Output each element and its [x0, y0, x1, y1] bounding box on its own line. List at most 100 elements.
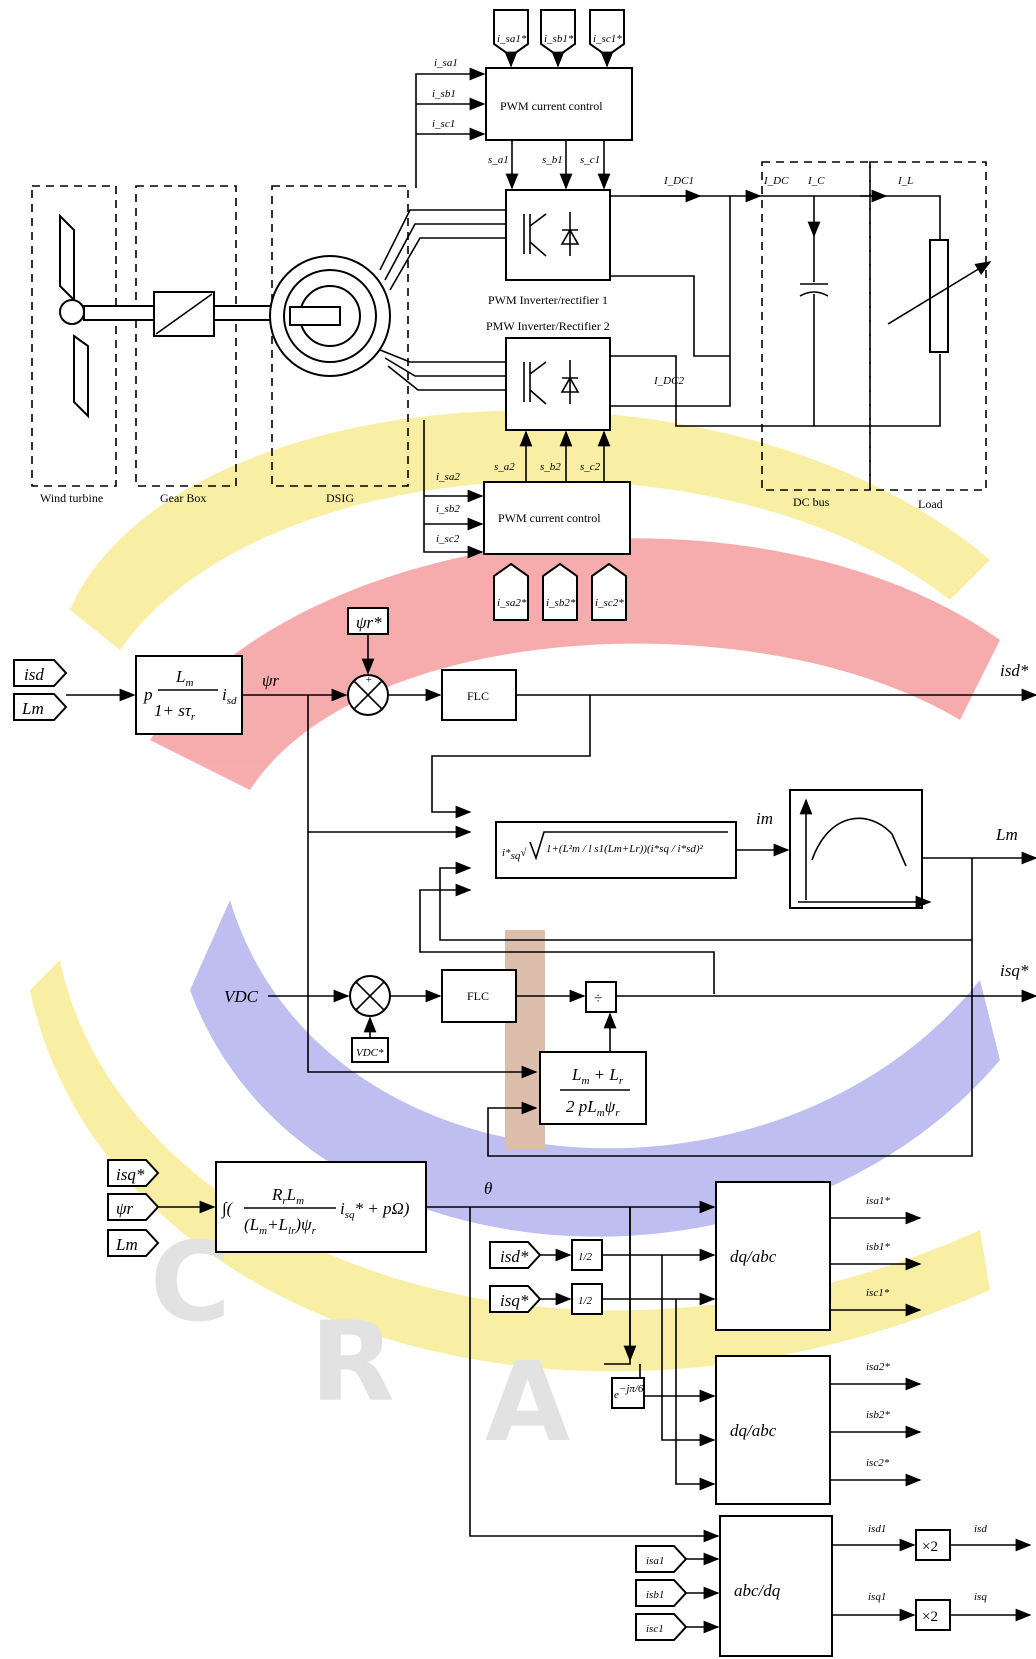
dc-link: I_DC1 I_DC I_C I_L I_DC2	[610, 175, 990, 426]
svg-text:isq*: isq*	[500, 1291, 529, 1310]
svg-text:isc1: isc1	[646, 1623, 664, 1635]
svg-text:+: +	[365, 674, 372, 686]
input-isd: isd	[14, 660, 66, 686]
svg-text:2 pLmψr: 2 pLmψr	[566, 1097, 620, 1119]
theta-label: θ	[484, 1179, 492, 1198]
svg-text:I_L: I_L	[897, 175, 913, 187]
isa2-ref-out: isa2*	[866, 1361, 890, 1373]
svg-text:×2: ×2	[922, 1609, 938, 1625]
svg-text:p: p	[143, 685, 153, 704]
svg-text:I_DC1: I_DC1	[663, 175, 694, 187]
wind-turbine-label: Wind turbine	[40, 491, 103, 505]
svg-text:i_sb1: i_sb1	[432, 88, 456, 100]
svg-text:isq*: isq*	[116, 1165, 145, 1184]
watermark-letter: R	[310, 1298, 395, 1426]
dc-bus-label: DC bus	[793, 495, 830, 509]
stator2-leads	[380, 350, 505, 390]
svg-text:isb1: isb1	[646, 1589, 664, 1601]
input-isq-ref-b: isq*	[490, 1286, 540, 1312]
inverter-1-label: PWM Inverter/rectifier 1	[488, 293, 608, 307]
input-isq-ref: isq*	[108, 1160, 158, 1186]
feedback-inputs: isa1 isb1 isc1	[636, 1546, 718, 1640]
input-lm: Lm	[14, 694, 66, 720]
flc-2-label: FLC	[467, 989, 489, 1003]
svg-text:isd*: isd*	[500, 1247, 529, 1266]
magnetization-curve	[790, 790, 930, 908]
svg-text:×2: ×2	[922, 1539, 938, 1555]
generator-icon	[270, 256, 390, 376]
svg-text:i_sc2*: i_sc2*	[595, 597, 624, 609]
isc1-ref-out: isc1*	[866, 1287, 890, 1299]
switch-signals-1: s_a1 s_b1 s_c1	[488, 140, 604, 188]
vdc-ref-tag: VDC*	[352, 1018, 388, 1062]
svg-text:s_a1: s_a1	[488, 154, 509, 166]
input-lm-2: Lm	[108, 1230, 158, 1256]
divider-block: ÷	[586, 982, 616, 1012]
load-group	[870, 162, 986, 490]
gain-x2-1: ×2	[916, 1530, 950, 1560]
vdc-summer	[350, 976, 390, 1016]
vdc-label: VDC	[224, 987, 259, 1006]
psi-r-label: ψr	[262, 671, 280, 690]
input-psir: ψr	[108, 1194, 158, 1220]
isc2-ref-out: isc2*	[866, 1457, 890, 1469]
svg-text:s_b1: s_b1	[542, 154, 563, 166]
dc-bus-group	[762, 162, 870, 490]
phase-shift-block: e−jπ/6	[612, 1378, 644, 1408]
isb2-ref-out: isb2*	[866, 1409, 890, 1421]
svg-text:abc/dq: abc/dq	[734, 1581, 781, 1600]
isq-label: isq	[974, 1591, 987, 1603]
svg-text:i_sa1: i_sa1	[434, 57, 458, 69]
abc-dq-block: abc/dq	[720, 1516, 832, 1656]
inverter-2-label: PMW Inverter/Rectifier 2	[486, 319, 610, 333]
svg-text:Lm + Lr: Lm + Lr	[571, 1065, 624, 1087]
lm-out: Lm	[995, 825, 1018, 844]
theta-integrator: ∫( RrLm (Lm+Llr)ψr isq* + pΩ)	[216, 1162, 426, 1252]
svg-text:∫(: ∫(	[221, 1199, 234, 1219]
feedback-currents-1: i_sa1 i_sb1 i_sc1	[416, 57, 484, 188]
svg-text:1+(L²m / l s1(Lm+Lr))(i*sq / i: 1+(L²m / l s1(Lm+Lr))(i*sq / i*sd)²	[546, 843, 704, 855]
svg-text:i_sa1*: i_sa1*	[497, 33, 527, 45]
svg-text:1+ sτr: 1+ sτr	[154, 701, 196, 723]
flux-summer: +	[348, 674, 388, 715]
svg-text:1/2: 1/2	[578, 1251, 593, 1263]
pwm-controller-2-label: PWM current control	[498, 511, 601, 525]
watermark-letter: A	[485, 1338, 570, 1466]
svg-text:ψr: ψr	[116, 1199, 134, 1218]
magnetizing-current-block: i*sq√ 1+(L²m / l s1(Lm+Lr))(i*sq / i*sd)…	[496, 822, 736, 878]
isb1-ref-out: isb1*	[866, 1241, 890, 1253]
load-label: Load	[918, 497, 943, 511]
svg-text:i_sb2: i_sb2	[436, 503, 460, 515]
svg-text:VDC*: VDC*	[356, 1047, 384, 1059]
svg-text:i_sa2: i_sa2	[436, 471, 460, 483]
isa1-ref-out: isa1*	[866, 1195, 890, 1207]
dsig-label: DSIG	[326, 491, 354, 505]
gearbox-icon	[154, 292, 214, 336]
ref-tags-bottom: i_sa2* i_sb2* i_sc2*	[494, 564, 626, 620]
input-isd-ref-b: isd*	[490, 1242, 540, 1268]
ref-tags-top: i_sa1* i_sb1* i_sc1*	[494, 10, 624, 66]
svg-text:s_a2: s_a2	[494, 461, 515, 473]
svg-text:i_sc1*: i_sc1*	[593, 33, 622, 45]
svg-text:i_sb1*: i_sb1*	[544, 33, 574, 45]
gear-box-label: Gear Box	[160, 491, 206, 505]
svg-text:I_DC: I_DC	[763, 175, 789, 187]
svg-text:dq/abc: dq/abc	[730, 1247, 777, 1266]
isd-label: isd	[974, 1523, 987, 1535]
isq-gain-block: Lm + Lr 2 pLmψr	[540, 1052, 646, 1124]
pwm-controller-1-label: PWM current control	[500, 99, 603, 113]
svg-text:i_sb2*: i_sb2*	[546, 597, 576, 609]
svg-text:ψr*: ψr*	[356, 613, 382, 632]
svg-text:I_C: I_C	[807, 175, 825, 187]
svg-text:isd: isd	[24, 665, 44, 684]
half-gain-1: 1/2	[572, 1240, 602, 1270]
svg-text:i_sa2*: i_sa2*	[497, 597, 527, 609]
half-gain-2: 1/2	[572, 1284, 602, 1314]
flux-model-block: p Lm 1+ sτr isd	[136, 656, 242, 734]
inverter-2	[506, 338, 610, 430]
dq-abc-1: dq/abc	[716, 1182, 830, 1330]
isq-ref-out: isq*	[1000, 961, 1029, 980]
flc-1-label: FLC	[467, 689, 489, 703]
svg-text:Lm: Lm	[21, 699, 44, 718]
svg-text:s_b2: s_b2	[540, 461, 561, 473]
